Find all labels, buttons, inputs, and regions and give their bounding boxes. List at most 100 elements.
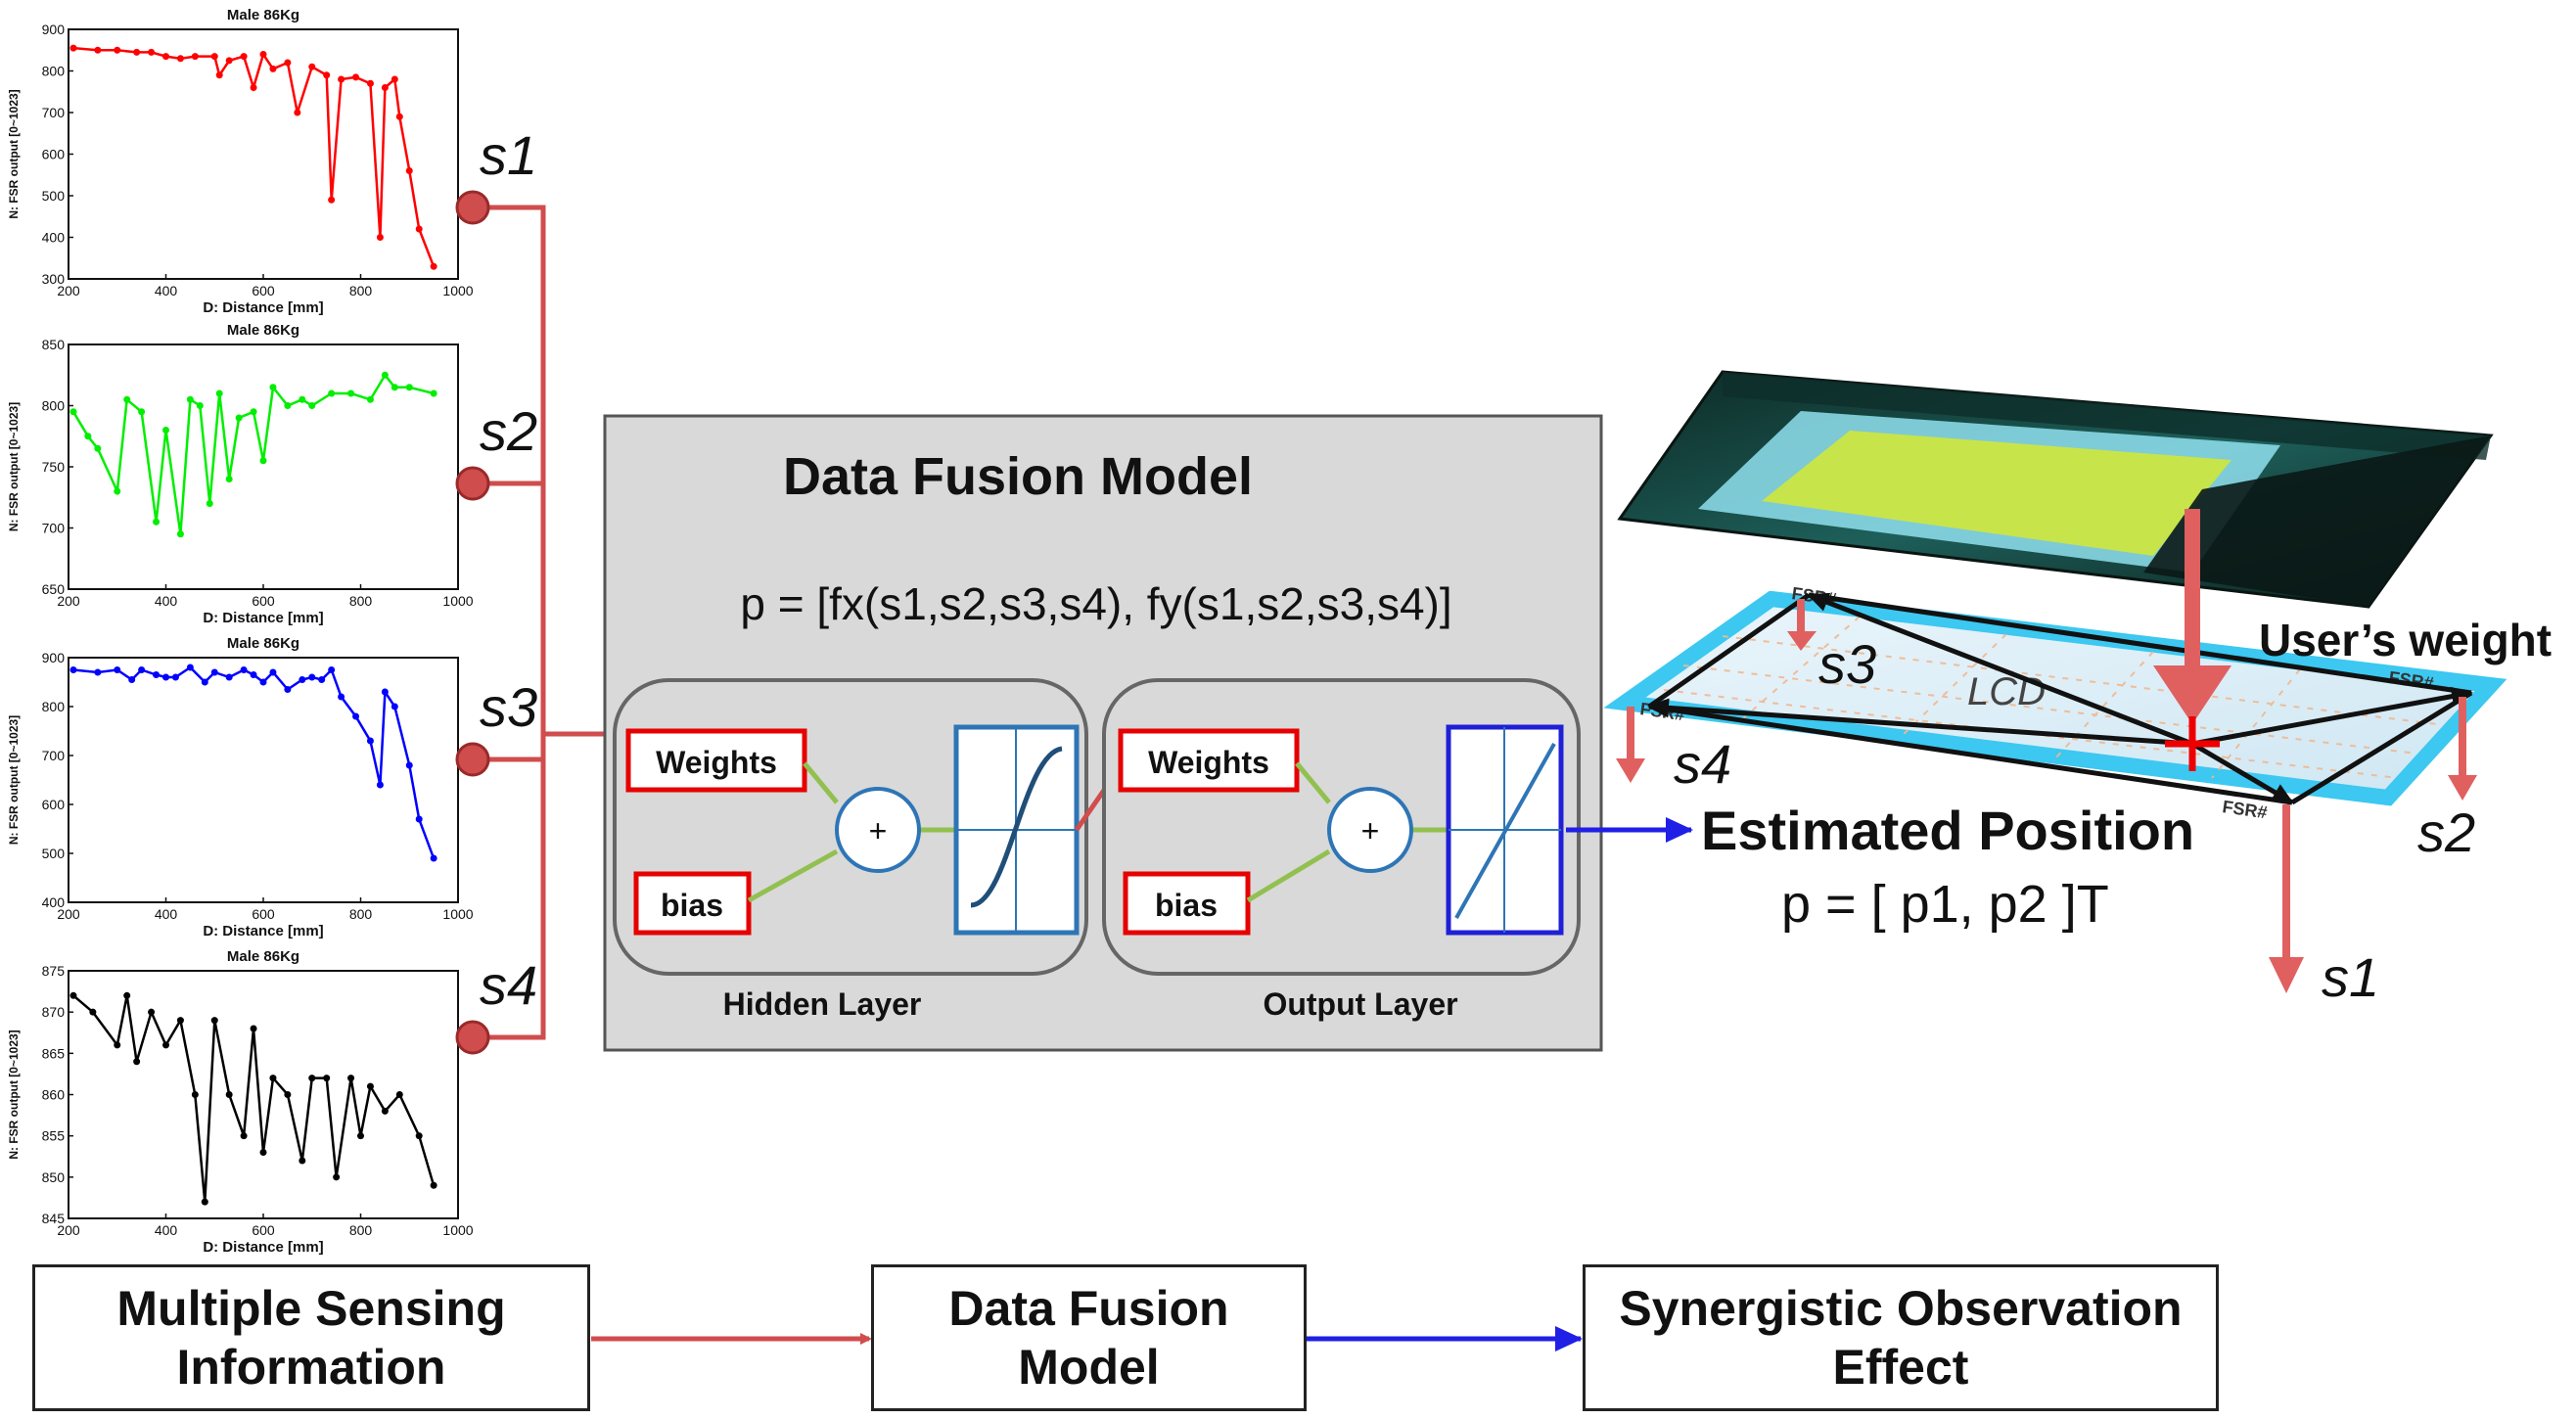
chart-point	[235, 414, 243, 422]
chart-series-line	[71, 373, 435, 534]
chart-point	[206, 500, 213, 507]
chart-point	[338, 75, 345, 83]
chart-point	[250, 1025, 257, 1032]
device-label-s1: s1	[2322, 946, 2379, 1008]
chart-point	[69, 408, 77, 416]
chart-point	[176, 530, 184, 538]
sensor-node-s2	[455, 466, 490, 501]
chart-ylabel: N: FSR output [0~1023]	[7, 89, 21, 218]
chart-ytick-label: 855	[42, 1128, 66, 1144]
chart-point	[269, 384, 277, 391]
chart-point	[148, 1008, 156, 1016]
hidden-bias-box: bias	[661, 888, 723, 923]
chart-xtick-label: 1000	[442, 906, 473, 922]
chart-point	[225, 476, 233, 482]
chart-point	[114, 487, 121, 495]
sensor-node-s4	[455, 1020, 490, 1055]
chart-point	[162, 673, 169, 681]
chart-ytick-label: 700	[42, 105, 66, 120]
chart-xtick-label: 800	[349, 283, 373, 298]
chart-plot-area	[68, 657, 459, 903]
chart-point	[225, 1091, 233, 1098]
chart-ylabel: N: FSR output [0~1023]	[7, 715, 21, 845]
chart-point	[138, 408, 146, 416]
chart-point	[405, 167, 413, 174]
chart-ylabel: N: FSR output [0~1023]	[7, 1030, 21, 1159]
chart-point	[284, 402, 292, 409]
chart-ytick-label: 650	[42, 581, 66, 597]
chart-ytick-label: 865	[42, 1045, 66, 1061]
chart-ytick-label: 400	[42, 894, 66, 910]
chart-xlabel: D: Distance [mm]	[203, 299, 323, 316]
force-vectors	[1647, 592, 2473, 805]
chart-point	[381, 1107, 389, 1115]
chart-point	[299, 676, 306, 683]
chart-point	[366, 395, 374, 403]
sensor-nodes	[455, 190, 490, 1055]
chart-point	[94, 668, 102, 676]
chart-point	[328, 389, 336, 397]
chart-point	[250, 671, 257, 678]
chart-point	[69, 44, 77, 52]
chart-point	[196, 402, 204, 409]
chart-ytick-label: 300	[42, 271, 66, 287]
chart-point	[162, 427, 169, 434]
sensor-force-arrows	[1616, 599, 2477, 993]
chart-xtick-label: 1000	[442, 593, 473, 609]
chart-point	[176, 55, 184, 63]
users-weight-arrow	[2153, 509, 2231, 724]
chart-point	[430, 389, 437, 397]
chart-point	[405, 384, 413, 391]
chart-point	[176, 1017, 184, 1025]
output-weights-box: Weights	[1148, 745, 1269, 780]
chart-ytick-label: 800	[42, 64, 66, 79]
chart-point	[162, 53, 169, 61]
chart-title: Male 86Kg	[227, 322, 299, 339]
linear-curve	[1454, 743, 1556, 919]
chart-plot-area	[68, 28, 459, 280]
sensor-pad	[1603, 590, 2507, 806]
users-weight-label: User’s weight	[2259, 615, 2552, 665]
chart-point	[338, 693, 345, 701]
output-sum-node	[1327, 787, 1413, 873]
chart-point	[299, 395, 306, 403]
chart-ytick-label: 875	[42, 963, 66, 979]
chart-point	[133, 48, 141, 56]
hidden-layer: Weights bias + Hidden Layer	[613, 678, 1088, 1022]
chart-ytick-label: 600	[42, 797, 66, 812]
output-sum-symbol: +	[1361, 813, 1380, 848]
chart-point	[269, 65, 277, 72]
chart-point	[250, 84, 257, 91]
output-layer: Weights bias + Output Layer	[1102, 678, 1581, 1022]
chart-point	[69, 991, 77, 999]
chart-xtick-label: 800	[349, 593, 373, 609]
chart-point	[215, 71, 223, 79]
chart-ytick-label: 850	[42, 337, 66, 352]
chart-ytick-label: 900	[42, 650, 66, 665]
chart-point	[299, 1157, 306, 1165]
chart-ytick-label: 750	[42, 459, 66, 475]
estimated-position-label: Estimated Position	[1701, 800, 2194, 861]
chart-point	[201, 1198, 208, 1206]
device-illustration: LCD FSR# FSR# FSR# FSR#	[1603, 370, 2552, 1008]
chart-point	[240, 666, 248, 673]
chart-point	[430, 1181, 437, 1189]
chart-point	[123, 395, 131, 403]
chart-point	[225, 673, 233, 681]
chart-point	[415, 1132, 423, 1140]
chart-point	[171, 673, 179, 681]
chart-point	[259, 51, 267, 58]
chart-point	[250, 408, 257, 416]
chart-point	[308, 673, 316, 681]
chart-point	[328, 196, 336, 204]
chart-point	[308, 402, 316, 409]
flow-box-multiple-sensing: Multiple Sensing Information	[32, 1264, 590, 1411]
chart-point	[259, 678, 267, 686]
chart-point	[405, 761, 413, 769]
chart-ytick-label: 860	[42, 1087, 66, 1103]
chart-point	[294, 109, 301, 116]
chart-point	[94, 46, 102, 54]
